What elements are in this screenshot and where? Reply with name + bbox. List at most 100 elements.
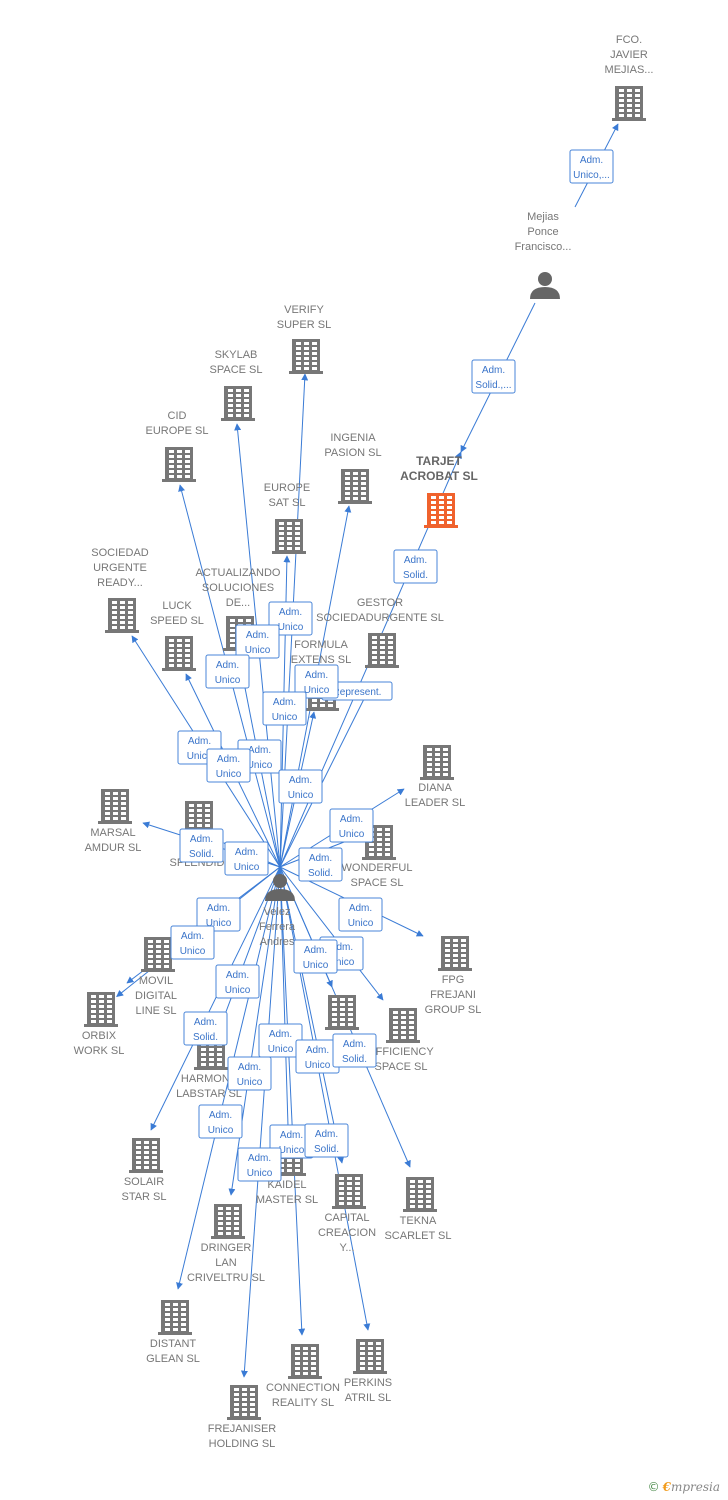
edge-label-text: Adm. [305, 670, 328, 681]
edge-label-velez-luck[interactable]: Adm.Unico [206, 748, 251, 783]
edge-label-velez-ingenia[interactable]: Adm. Unico [294, 664, 339, 699]
edge-label-mejias-tarjet[interactable]: Adm. Solid.,... [471, 359, 516, 394]
edge-label-text: Unico [268, 1044, 294, 1055]
node-hidden[interactable] [325, 995, 359, 1030]
edge-label-text: Adm. [340, 814, 363, 825]
node-label: GLEAN SL [146, 1353, 200, 1365]
node-label: CID [168, 410, 187, 422]
node-label: FPG [442, 974, 465, 986]
edge-label-velez-tarjet[interactable]: Adm.Solid. [393, 549, 438, 584]
edge-label-velez-cid[interactable]: Adm.Unico [205, 654, 250, 689]
edge-velez-frejaniser [240, 866, 281, 1378]
edge-label-velez-fpg[interactable]: Adm.Unico [338, 897, 383, 932]
edge-velez-capital [279, 866, 345, 1164]
node-label: ORBIX [82, 1030, 117, 1042]
node-label: Ferrera [259, 921, 296, 933]
node-label: STAR SL [121, 1191, 166, 1203]
edge-label-velez-dringer[interactable]: Adm.Unico [227, 1056, 272, 1091]
edge-label-mejias-fco[interactable]: Adm.Unico,... [569, 149, 614, 184]
edge-label-velez-movil[interactable]: Adm.Unico [196, 897, 241, 932]
edge-label-velez-distant[interactable]: Adm.Unico [198, 1104, 243, 1139]
edge-label-velez-skylab[interactable]: Adm.Unico [235, 624, 280, 659]
node-capital[interactable]: CAPITALCREACIONY... [318, 1174, 376, 1254]
building-icon [211, 1204, 245, 1239]
edge-label-velez-harmony[interactable]: Adm.Unico [215, 964, 260, 999]
node-label: TEKNA [400, 1215, 437, 1227]
node-label: HOLDING SL [209, 1438, 276, 1450]
edge-label-text: Unico [279, 1145, 305, 1156]
node-label: LUCK [162, 600, 192, 612]
edge-label-velez-imp[interactable]: Adm.Unico [224, 841, 269, 876]
edge-label-text: Unico [237, 1077, 263, 1088]
edge-label-text: Unico [304, 685, 330, 696]
edge-label-velez-diana[interactable]: Adm.Unico [329, 808, 374, 843]
edge-label-velez-europesat[interactable]: Adm.Unico [262, 691, 307, 726]
node-label: MOVIL [139, 975, 173, 987]
edge-label-velez-tekna[interactable]: Adm.Solid. [332, 1033, 377, 1068]
edge-label-text: Unico [245, 645, 271, 656]
node-sociedad[interactable]: SOCIEDADURGENTEREADY... [91, 547, 149, 633]
edge-label-velez-capital[interactable]: Adm.Unico [295, 1039, 340, 1074]
node-label: SKYLAB [215, 349, 258, 361]
node-label: Ponce [527, 226, 558, 238]
edge-label-velez-kaidel[interactable]: Adm.Unico [258, 1023, 303, 1058]
node-label: PERKINS [344, 1377, 392, 1389]
node-frejaniser[interactable]: FREJANISER HOLDING SL [208, 1385, 277, 1450]
building-icon [141, 937, 175, 972]
node-label: MEJIAS... [605, 64, 654, 76]
footer-brand[interactable]: ©€mpresia [648, 1480, 720, 1494]
node-label: CREACION [318, 1227, 376, 1239]
edge-label-velez-frejaniser[interactable]: Adm.Unico [237, 1147, 282, 1182]
node-label: REALITY SL [272, 1397, 334, 1409]
copyright-symbol: © [647, 1480, 660, 1494]
node-label: Velez [264, 906, 291, 918]
edge-label-velez-orbix[interactable]: Adm.Unico [170, 925, 215, 960]
node-luck[interactable]: LUCK SPEED SL [150, 600, 204, 671]
node-mejias[interactable]: MejiasPonceFrancisco... [515, 211, 572, 299]
edge-label-velez-wonderful[interactable]: Adm.Solid. [298, 847, 343, 882]
edge-label-velez-solair[interactable]: Adm.Solid. [183, 1011, 228, 1046]
edge-label-text: Adm. [482, 365, 505, 376]
edge-label-text: Solid. [342, 1054, 367, 1065]
edge-label-text: Adm. [216, 660, 239, 671]
node-label: SUPER SL [277, 319, 331, 331]
edge-label-text: Solid.,... [475, 380, 511, 391]
node-fco[interactable]: FCO.JAVIERMEJIAS... [605, 34, 654, 121]
edge-label-text: Adm. [309, 853, 332, 864]
building-icon [403, 1177, 437, 1212]
edge-label-text: Adm. [306, 1045, 329, 1056]
edge-label-text: Unico [180, 946, 206, 957]
edge-label-velez-formula[interactable]: Adm.Unico [278, 769, 323, 804]
node-label: TARJET [416, 454, 462, 468]
node-label: FREJANISER [208, 1423, 277, 1435]
edge-label-velez-hidden[interactable]: Adm.Unico [293, 939, 338, 974]
node-label: KAIDEL [267, 1179, 306, 1191]
node-label: DIGITAL [135, 990, 177, 1002]
node-label: SPEED SL [150, 615, 204, 627]
edge-label-velez-marsal[interactable]: Adm.Solid. [179, 828, 224, 863]
node-label: SOLUCIONES [202, 582, 274, 594]
edge-label-velez-verify[interactable]: Adm.Unico [268, 601, 313, 636]
edge-label-velez-perkins[interactable]: Adm.Solid. [304, 1123, 349, 1158]
